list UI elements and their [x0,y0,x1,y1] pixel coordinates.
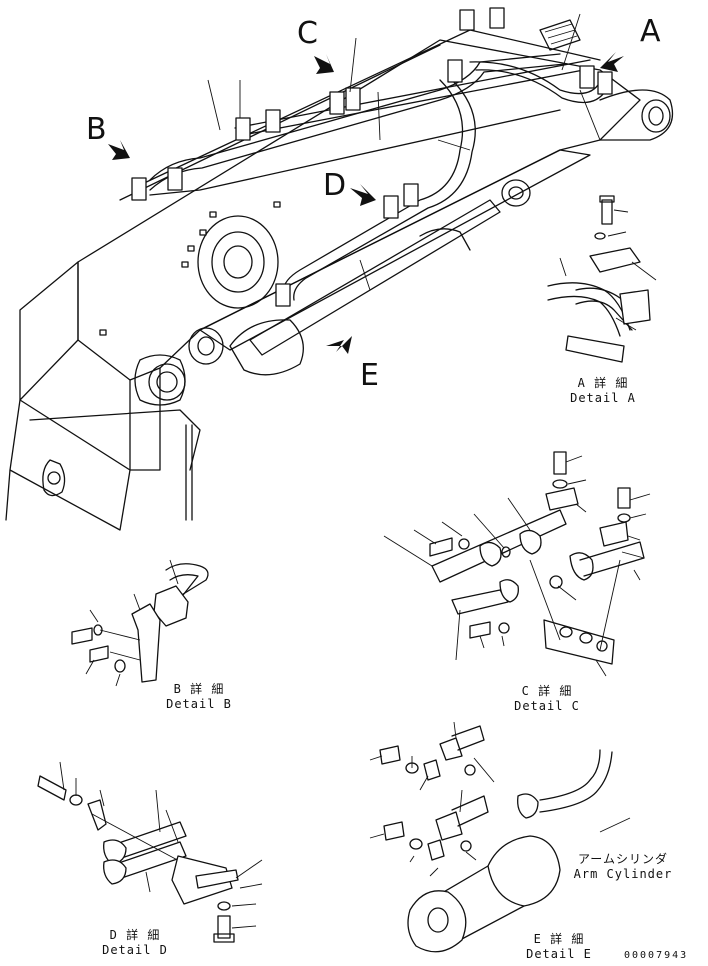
arm-cylinder-label-en: Arm Cylinder [573,867,673,881]
callout-a-label: A [640,14,661,49]
boom-cylinder [229,199,501,376]
detail-b-drawing [71,559,209,687]
detail-e-caption: E 詳 細 Detail E [524,932,594,962]
leader-lines-main [207,13,601,291]
detail-c-drawing [383,451,651,677]
callout-e-label: E [360,358,379,393]
detail-d-caption-en: Detail D [102,943,168,957]
arm-cylinder-label: アームシリンダ Arm Cylinder [568,852,678,882]
detail-c-caption-jp: C 詳 細 [521,684,573,698]
detail-e-drawing [369,721,631,953]
arrow-a-icon [600,52,624,72]
detail-e-caption-jp: E 詳 細 [533,932,585,946]
arrow-d-icon [350,184,376,206]
detail-d-caption: D 詳 細 Detail D [100,928,170,958]
arm-cylinder-label-jp: アームシリンダ [578,852,668,866]
boom-pipes [131,7,613,307]
detail-c-caption-en: Detail C [514,699,580,713]
arrow-c-icon [314,54,334,74]
callout-d-label: D [323,168,347,203]
callout-c-label: C [297,16,318,51]
drawing-number: 00007943 [624,950,689,961]
detail-a-caption-jp: A 詳 細 [577,376,629,390]
arrow-b-icon [108,140,130,160]
detail-e-caption-en: Detail E [526,947,592,961]
detail-c-caption: C 詳 細 Detail C [510,684,584,714]
callout-b-label: B [86,112,107,147]
detail-a-drawing [547,195,657,363]
arrow-e-icon [326,336,352,354]
detail-d-drawing [37,761,263,943]
detail-b-caption-en: Detail B [166,697,232,711]
detail-d-caption-jp: D 詳 細 [109,928,161,942]
detail-a-caption-en: Detail A [570,391,636,405]
detail-b-caption: B 詳 細 Detail B [164,682,234,712]
detail-b-caption-jp: B 詳 細 [173,682,225,696]
detail-a-caption: A 詳 細 Detail A [568,376,638,406]
